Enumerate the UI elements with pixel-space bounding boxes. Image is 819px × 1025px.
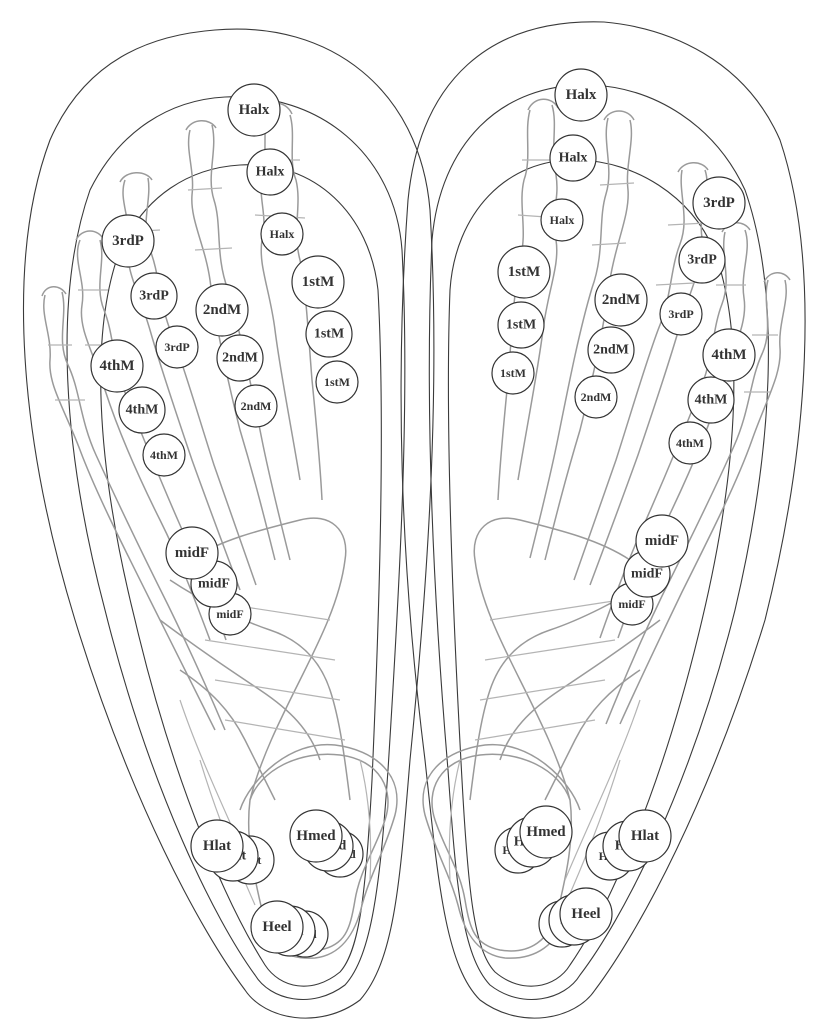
sensor-label: 2ndM	[203, 302, 241, 318]
right-sensor-p3-2: 3rdP	[679, 237, 725, 283]
left-sensor-m1-1: 1stM	[292, 256, 344, 308]
sensor-label: 4thM	[695, 393, 728, 408]
sensor-label: Halx	[239, 102, 270, 118]
right-sensor-m4-1: 4thM	[703, 329, 755, 381]
right-foot: HalxHalxHalx3rdP3rdP3rdP1stM1stM1stM2ndM…	[401, 22, 805, 1018]
sensor-label: 1stM	[302, 274, 335, 290]
right-sensor-heel-1: Heel	[560, 888, 612, 940]
right-toe-tips	[528, 99, 790, 282]
sensor-label: 1stM	[506, 318, 536, 333]
sensor-label: midF	[631, 567, 663, 582]
left-sensor-p3-2: 3rdP	[131, 273, 177, 319]
sensor-label: 3rdP	[112, 233, 144, 249]
sensor-label: Hmed	[526, 824, 566, 840]
right-sensor-m1-2: 1stM	[498, 302, 544, 348]
right-sensor-m4-3: 4thM	[669, 422, 711, 464]
right-sensor-m1-1: 1stM	[498, 246, 550, 298]
left-sensor-m4-1: 4thM	[91, 340, 143, 392]
sensor-label: midF	[198, 577, 230, 592]
sensor-label: midF	[618, 597, 645, 611]
sensor-label: Heel	[262, 919, 291, 935]
right-toe-5	[620, 280, 786, 724]
left-sensor-hmed-1: Hmed	[290, 810, 342, 862]
sensor-label: 1stM	[508, 264, 541, 280]
sensor-label: 2ndM	[581, 390, 612, 404]
sensor-label: 4thM	[126, 403, 159, 418]
right-sensor-p3-3: 3rdP	[660, 293, 702, 335]
sensor-label: 4thM	[712, 347, 747, 363]
sensor-label: Halx	[559, 151, 588, 166]
sensor-label: Halx	[270, 227, 295, 241]
sensor-label: 1stM	[324, 375, 350, 389]
sensor-label: 1stM	[314, 327, 344, 342]
sensor-label: 2ndM	[241, 399, 272, 413]
sensor-label: Heel	[571, 906, 600, 922]
sensor-label: 4thM	[676, 436, 704, 450]
sensor-label: 3rdP	[668, 307, 693, 321]
right-sensor-p3-1: 3rdP	[693, 177, 745, 229]
left-sensor-midf-1: midF	[166, 527, 218, 579]
left-sensor-m4-3: 4thM	[143, 434, 185, 476]
left-sensor-m2-1: 2ndM	[196, 284, 248, 336]
sensor-label: Hmed	[296, 828, 336, 844]
left-foot: HalxHalxHalx3rdP3rdP3rdP1stM1stM1stM2ndM…	[24, 29, 434, 1018]
sensor-label: 2ndM	[602, 292, 640, 308]
sensor-label: 3rdP	[139, 289, 169, 304]
left-sensor-halx-3: Halx	[261, 213, 303, 255]
right-midfoot-5	[475, 600, 620, 740]
sensor-label: midF	[175, 545, 209, 561]
right-sensor-m2-2: 2ndM	[588, 327, 634, 373]
sensor-label: 2ndM	[593, 343, 629, 358]
right-sensor-hlat-1: Hlat	[619, 810, 671, 862]
left-sensor-heel-1: Heel	[251, 901, 303, 953]
sensor-label: 2ndM	[222, 351, 258, 366]
sensor-label: Halx	[256, 165, 285, 180]
right-sensor-markers: HalxHalxHalx3rdP3rdP3rdP1stM1stM1stM2ndM…	[492, 69, 755, 947]
right-sensor-hmed-1: Hmed	[520, 806, 572, 858]
right-sensor-halx-2: Halx	[550, 135, 596, 181]
right-sensor-m1-3: 1stM	[492, 352, 534, 394]
left-sensor-m1-3: 1stM	[316, 361, 358, 403]
right-sensor-m2-1: 2ndM	[595, 274, 647, 326]
left-toe-5b	[62, 292, 225, 730]
sensor-label: Halx	[550, 213, 575, 227]
sensor-label: midF	[645, 533, 679, 549]
left-sensor-markers: HalxHalxHalx3rdP3rdP3rdP1stM1stM1stM2ndM…	[91, 84, 363, 957]
right-sensor-halx-1: Halx	[555, 69, 607, 121]
sensor-label: 1stM	[500, 366, 526, 380]
left-sensor-halx-2: Halx	[247, 149, 293, 195]
right-sensor-halx-3: Halx	[541, 199, 583, 241]
left-sensor-p3-1: 3rdP	[102, 215, 154, 267]
sensor-label: 4thM	[150, 448, 178, 462]
sensor-label: midF	[216, 607, 243, 621]
sensor-label: 3rdP	[703, 195, 735, 211]
left-sensor-hlat-1: Hlat	[191, 820, 243, 872]
sensor-label: Hlat	[203, 838, 231, 854]
sensor-label: Hlat	[631, 828, 659, 844]
right-sensor-m2-3: 2ndM	[575, 376, 617, 418]
sensor-label: 3rdP	[687, 253, 717, 268]
sensor-label: 4thM	[100, 358, 135, 374]
left-sensor-halx-1: Halx	[228, 84, 280, 136]
right-sensor-midf-1: midF	[636, 515, 688, 567]
right-foot-skeleton	[423, 99, 790, 958]
left-sensor-p3-3: 3rdP	[156, 326, 198, 368]
left-midfoot-3	[160, 620, 320, 760]
left-sensor-m2-2: 2ndM	[217, 335, 263, 381]
left-sensor-m2-3: 2ndM	[235, 385, 277, 427]
right-sensor-m4-2: 4thM	[688, 377, 734, 423]
left-sensor-m1-2: 1stM	[306, 311, 352, 357]
left-sensor-m4-2: 4thM	[119, 387, 165, 433]
sensor-label: Halx	[566, 87, 597, 103]
sensor-label: 3rdP	[164, 340, 189, 354]
